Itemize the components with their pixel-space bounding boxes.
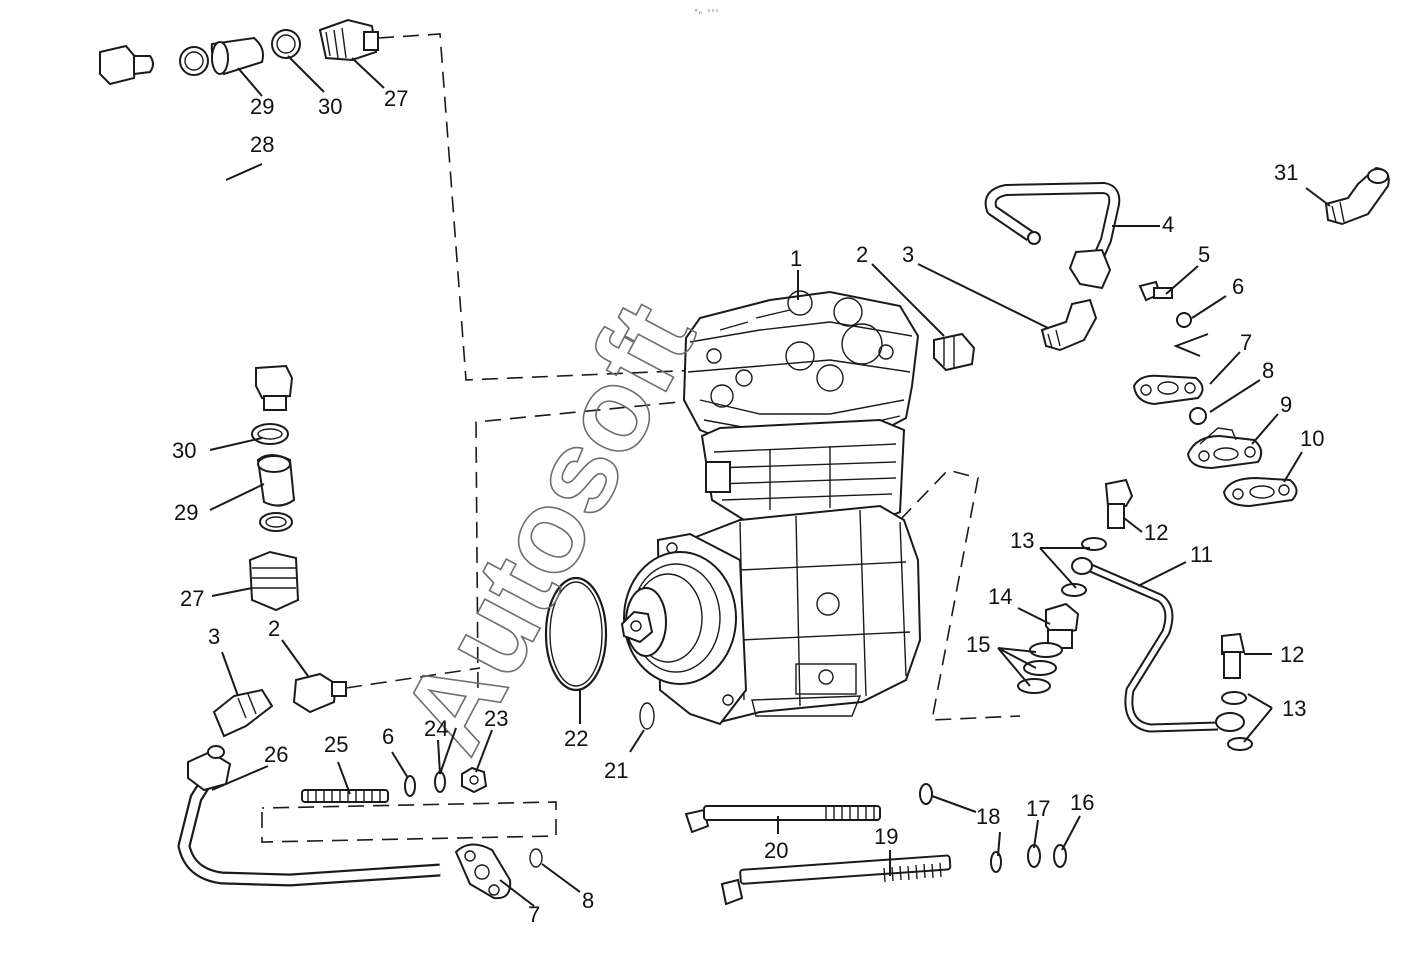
callout-labels: 1 2 3 4 5 6 7 8 9 10 11 12 12 13 13 14 1… — [172, 86, 1324, 927]
callout-8: 8 — [582, 888, 594, 913]
callout-25: 25 — [324, 732, 348, 757]
callout-14: 14 — [988, 584, 1012, 609]
callout-30: 30 — [172, 438, 196, 463]
callout-12: 12 — [1280, 642, 1304, 667]
callout-21: 21 — [604, 758, 628, 783]
bolts-and-washers — [684, 783, 1067, 906]
callout-30: 30 — [318, 94, 342, 119]
callout-1: 1 — [790, 246, 802, 271]
callout-13: 13 — [1010, 528, 1034, 553]
callout-29: 29 — [250, 94, 274, 119]
callout-6: 6 — [382, 724, 394, 749]
delivery-pipe-28 — [37, 44, 294, 411]
lower-left-parts — [177, 672, 543, 900]
callout-17: 17 — [1026, 796, 1050, 821]
callout-12: 12 — [1144, 520, 1168, 545]
callout-22: 22 — [564, 726, 588, 751]
callout-24: 24 — [424, 716, 448, 741]
callout-10: 10 — [1300, 426, 1324, 451]
callout-11: 11 — [1190, 542, 1213, 567]
callout-31: 31 — [1274, 160, 1298, 185]
top-mark: ⁰ₙ ᵒᵒᵒ — [694, 8, 719, 16]
callout-26: 26 — [264, 742, 288, 767]
callout-9: 9 — [1280, 392, 1292, 417]
callout-18: 18 — [976, 804, 1000, 829]
callout-2: 2 — [856, 242, 868, 267]
assembly-lines — [261, 33, 1021, 843]
callout-3: 3 — [902, 242, 914, 267]
air-compressor — [620, 290, 922, 726]
callout-3: 3 — [208, 624, 220, 649]
callout-15: 15 — [966, 632, 990, 657]
upper-right-fittings — [933, 182, 1121, 372]
flange-parts — [1132, 166, 1390, 508]
callout-6: 6 — [1232, 274, 1244, 299]
hose-assembly-left — [248, 423, 300, 612]
callout-8: 8 — [1262, 358, 1274, 383]
callout-5: 5 — [1198, 242, 1210, 267]
callout-27: 27 — [180, 586, 204, 611]
callout-19: 19 — [874, 824, 898, 849]
banjo-bolt-stack — [1017, 602, 1080, 694]
callout-16: 16 — [1070, 790, 1094, 815]
callout-7: 7 — [1240, 330, 1252, 355]
watermark-text: Autosoft — [376, 282, 720, 772]
callout-2: 2 — [268, 616, 280, 641]
callout-20: 20 — [764, 838, 788, 863]
callout-23: 23 — [484, 706, 508, 731]
callout-27: 27 — [384, 86, 408, 111]
callout-7: 7 — [528, 902, 540, 927]
callout-29: 29 — [174, 500, 198, 525]
leader-lines — [209, 55, 1331, 907]
callout-28: 28 — [250, 132, 274, 157]
o-rings — [544, 576, 655, 730]
hose-assembly-top — [179, 18, 379, 76]
oil-pipe-11 — [1061, 478, 1253, 751]
callout-13: 13 — [1282, 696, 1306, 721]
callout-4: 4 — [1162, 212, 1174, 237]
